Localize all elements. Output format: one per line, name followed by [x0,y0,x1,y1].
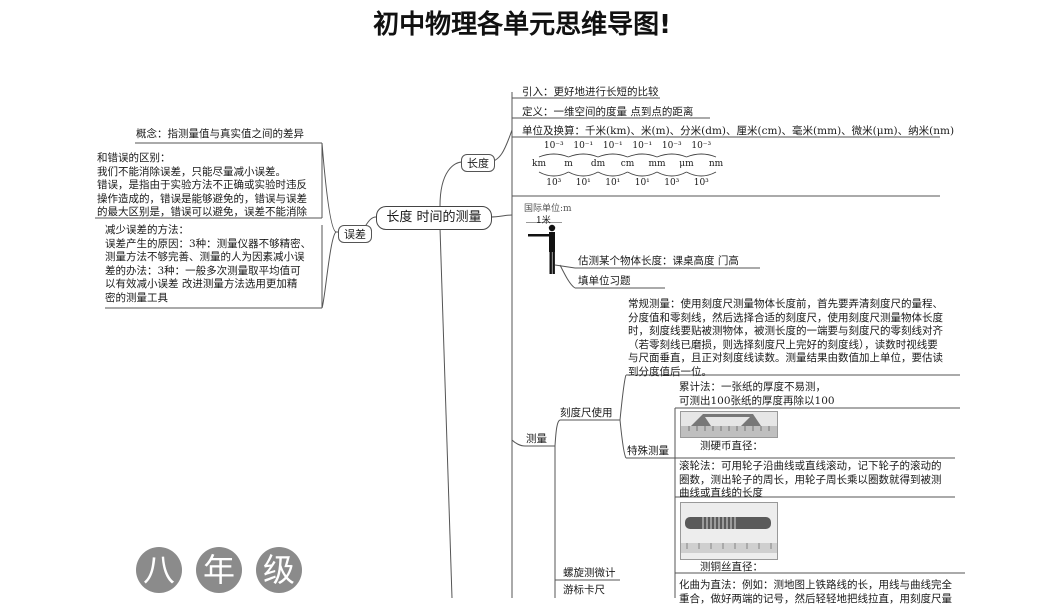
normal-measurement: 常规测量：使用刻度尺测量物体长度前，首先要弄清刻度尺的量程、 分度值和零刻线，然… [628,298,943,378]
coin-diameter-label: 测硬币直径： [700,440,763,452]
accumulate-method: 累计法：一张纸的厚度不易测， 可测出100张纸的厚度再除以100 [679,381,835,407]
length-intro: 引入：更好地进行长短的比较 [522,86,659,98]
factor-down-label: 10⁻³ [691,141,712,151]
conversion-arrow-down [568,153,599,158]
unit-symbol: cm [620,159,635,169]
conversion-arrow-up [627,171,658,177]
one-meter-label: 1米 [536,216,551,226]
factor-down-label: 10⁻¹ [632,141,653,151]
coin-ruler-picture [680,411,778,438]
factor-down-label: 10⁻³ [543,141,564,151]
conversion-arrow-up [597,171,628,177]
conversion-arrow-down [686,153,717,158]
conversion-arrow-down [538,153,569,158]
conversion-arrow-up [686,171,717,177]
length-definition: 定义：一维空间的度量 点到点的距离 [522,106,694,118]
page-title: 初中物理各单元思维导图! [373,10,671,40]
length-units: 单位及换算：千米(km)、米(m)、分米(dm)、厘米(cm)、毫米(mm)、微… [522,125,955,137]
ruler-use-label: 刻度尺使用 [560,407,613,419]
factor-up-label: 10³ [664,178,680,188]
unit-symbol: m [564,159,573,169]
error-concept: 概念：指测量值与真实值之间的差异 [136,128,304,140]
conversion-arrow-down [627,153,658,158]
conversion-arrow-up [538,171,569,177]
factor-up-label: 10¹ [605,178,621,188]
curve-to-straight-method: 化曲为直法：例如：测地图上铁路线的长，用线与曲线完全 重合，做好两端的记号，然后… [679,579,952,605]
unit-symbol: mm [648,159,666,169]
unit-symbol: km [532,159,546,169]
person-silhouette-icon [526,222,562,274]
unit-symbol: μm [679,159,694,169]
error-vs-mistake: 和错误的区别： 我们不能消除误差，只能尽量减小误差。 错误，是指由于实验方法不正… [97,152,307,218]
length-branch-label: 长度 [461,154,495,172]
factor-up-label: 10³ [693,178,709,188]
factor-up-label: 10¹ [575,178,591,188]
conversion-arrow-down [597,153,628,158]
grade-char-3: 级 [256,547,302,593]
factor-up-label: 10³ [546,178,562,188]
wire-diameter-label: 测铜丝直径： [700,561,763,573]
unit-symbol: dm [590,159,606,169]
wheel-method: 滚轮法：可用轮子沿曲线或直线滚动，记下轮子的滚动的 圈数，测出轮子的周长，用轮子… [679,460,942,499]
measure-branch-label: 测量 [526,433,547,445]
factor-down-label: 10⁻¹ [602,141,623,151]
unit-symbol: nm [708,159,724,169]
grade-char-1: 八 [136,547,182,593]
factor-down-label: 10⁻¹ [573,141,594,151]
vernier-caliper-label: 游标卡尺 [563,584,605,596]
length-estimate: 估测某个物体长度：课桌高度 门高 [578,255,739,267]
copper-wire-picture [680,502,778,560]
micrometer-label: 螺旋测微计 [563,567,616,579]
error-branch-label: 误差 [338,225,372,243]
conversion-arrow-up [568,171,599,177]
intl-unit-label: 国际单位:m [524,204,572,214]
conversion-arrow-down [656,153,687,158]
central-topic: 长度 时间的测量 [376,206,492,230]
length-fill-exercise: 填单位习题 [578,275,631,287]
grade-char-2: 年 [196,547,242,593]
conversion-arrow-up [656,171,687,177]
factor-down-label: 10⁻³ [661,141,682,151]
factor-up-label: 10¹ [634,178,650,188]
error-reduce-methods: 减少误差的方法： 误差产生的原因：3种：测量仪器不够精密、 测量方法不够完善、测… [105,224,312,304]
special-measurement-label: 特殊测量 [627,445,669,457]
